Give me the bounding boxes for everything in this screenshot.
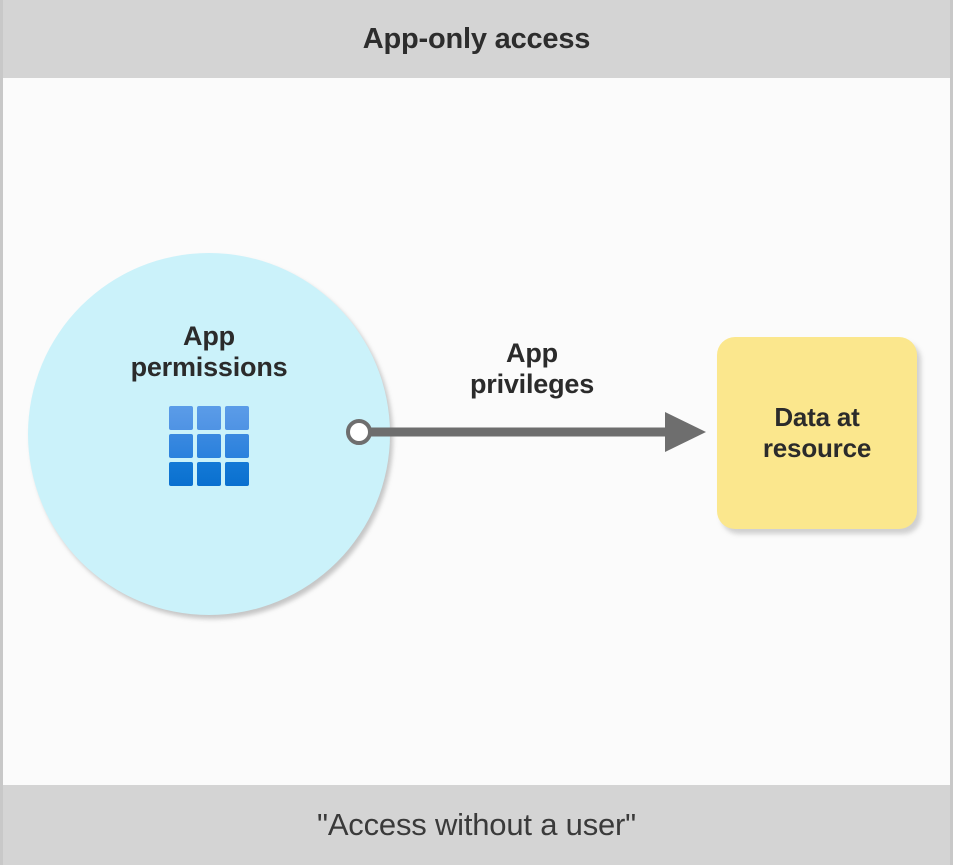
edge-label-app-privileges: App privileges	[469, 338, 595, 400]
grid-tile	[225, 461, 249, 486]
node-app-permissions-content: App permissions	[28, 253, 390, 615]
diagram-header-band: App-only access	[3, 0, 950, 78]
connector-arrow	[346, 412, 706, 452]
grid-tile	[197, 405, 221, 430]
grid-tile	[197, 433, 221, 458]
node-app-permissions: App permissions	[28, 253, 390, 615]
grid-3x3-icon	[169, 405, 249, 486]
grid-tile	[169, 405, 193, 430]
grid-tile	[169, 433, 193, 458]
arrowhead-icon	[665, 412, 706, 452]
diagram-footer-band: "Access without a user"	[3, 785, 950, 865]
open-circle-endpoint-icon	[346, 419, 372, 445]
node-app-permissions-label: App permissions	[130, 321, 288, 383]
grid-tile	[225, 405, 249, 430]
page-title: App-only access	[362, 22, 591, 55]
node-data-at-resource: Data at resource	[717, 337, 917, 529]
grid-tile	[169, 461, 193, 486]
node-data-at-resource-label: Data at resource	[762, 401, 872, 463]
grid-tile	[225, 433, 249, 458]
diagram-canvas: App permissions App priv	[3, 78, 950, 785]
diagram-caption: "Access without a user"	[317, 807, 636, 842]
grid-tile	[197, 461, 221, 486]
